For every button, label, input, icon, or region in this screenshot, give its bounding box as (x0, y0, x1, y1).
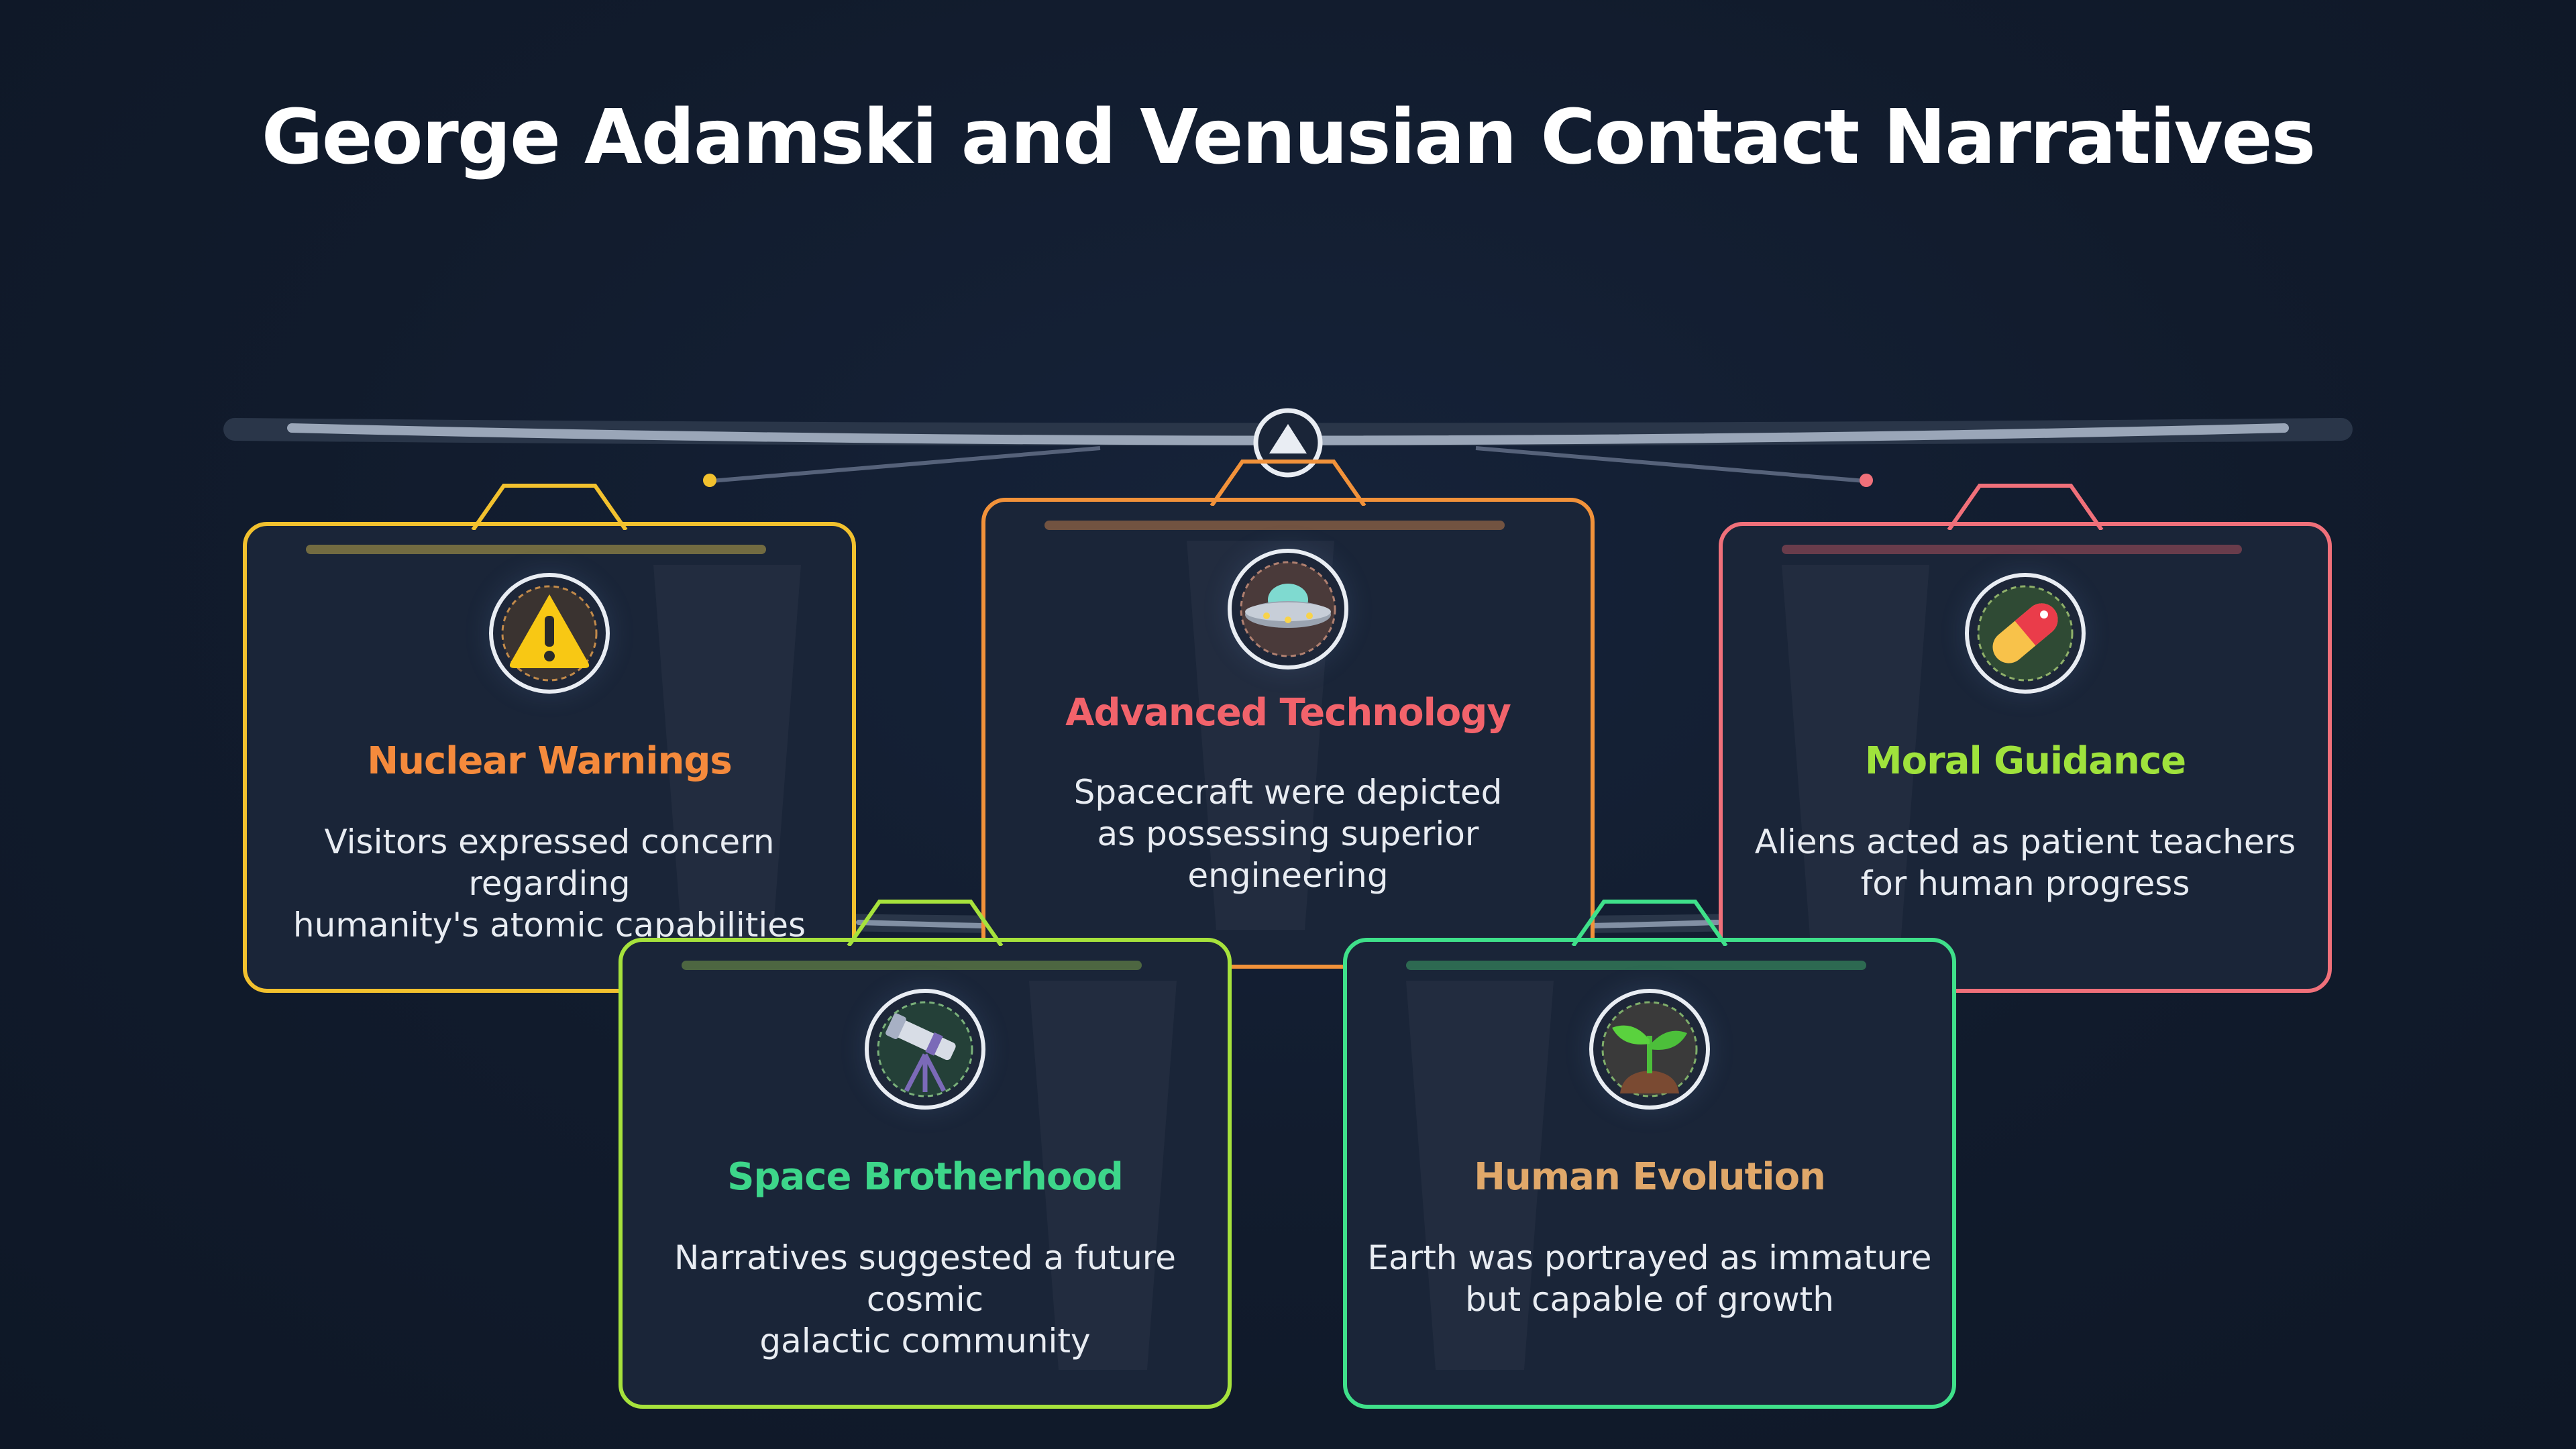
card-space-brotherhood: Space Brotherhood Narratives suggested a… (619, 900, 1232, 1409)
card-moral-guidance: Moral Guidance Aliens acted as patient t… (1719, 484, 2332, 993)
telescope-icon (877, 1001, 973, 1097)
card-accent-bar (1406, 961, 1866, 970)
card-description: Spacecraft were depicted as possessing s… (1073, 773, 1503, 895)
card-connector (847, 900, 1004, 946)
icon-badge (1965, 573, 2086, 694)
card-title: Human Evolution (1474, 1155, 1826, 1199)
card-accent-bar (306, 545, 766, 554)
card-description: Aliens acted as patient teachers for hum… (1754, 822, 2296, 903)
card-nuclear-warnings: Nuclear Warnings Visitors expressed conc… (243, 484, 856, 993)
card-connector (471, 484, 628, 530)
pill-icon (1977, 585, 2074, 682)
card-human-evolution: Human Evolution Earth was portrayed as i… (1343, 900, 1956, 1409)
icon-badge (1228, 549, 1348, 669)
warning-icon (501, 585, 598, 682)
ufo-icon (1240, 561, 1336, 657)
card-description: Earth was portrayed as immature but capa… (1367, 1238, 1932, 1319)
card-accent-bar (1782, 545, 2242, 554)
card-title: Space Brotherhood (727, 1155, 1124, 1199)
icon-badge (1589, 989, 1710, 1110)
card-title: Moral Guidance (1864, 739, 2186, 783)
icon-badge (865, 989, 985, 1110)
card-connector (1571, 900, 1728, 946)
card-connector (1210, 460, 1366, 506)
icon-badge (489, 573, 610, 694)
seedling-icon (1601, 1001, 1698, 1097)
card-title: Nuclear Warnings (367, 739, 733, 783)
card-advanced-technology: Advanced Technology Spacecraft were depi… (981, 460, 1595, 969)
card-accent-bar (1044, 521, 1505, 530)
card-accent-bar (682, 961, 1142, 970)
card-title: Advanced Technology (1065, 691, 1511, 735)
page-title: George Adamski and Venusian Contact Narr… (261, 94, 2316, 181)
card-connector (1947, 484, 2104, 530)
card-description: Visitors expressed concern regarding hum… (292, 822, 806, 945)
card-description: Narratives suggested a future cosmic gal… (674, 1238, 1177, 1360)
